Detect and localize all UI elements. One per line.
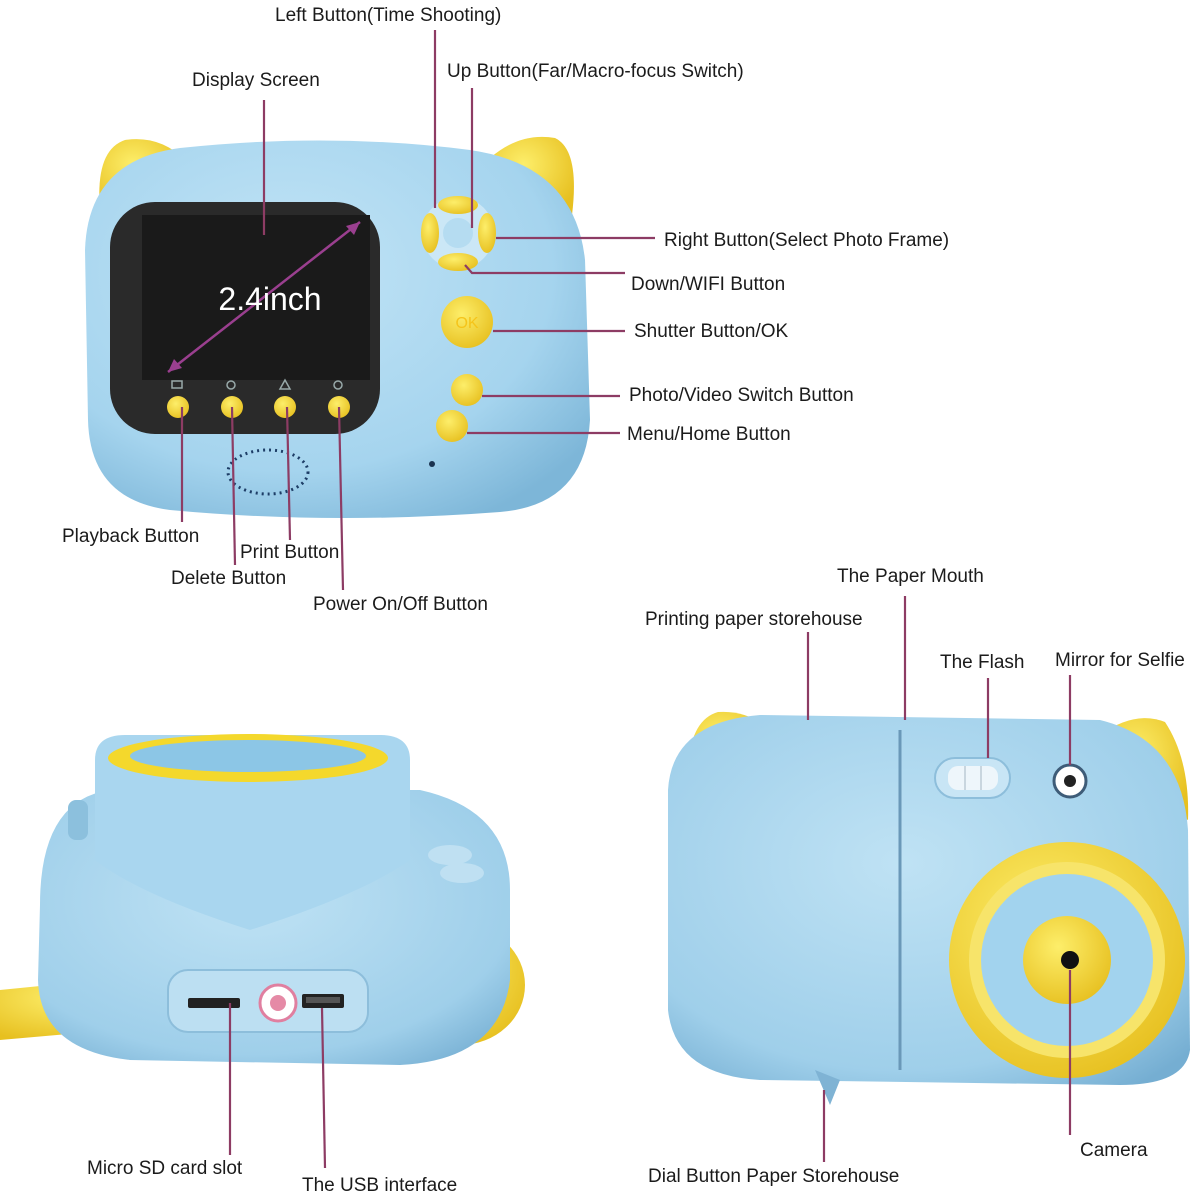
label-micro-sd: Micro SD card slot: [87, 1158, 243, 1179]
label-print: Print Button: [240, 542, 339, 563]
photo-video-switch-button[interactable]: [451, 374, 483, 406]
label-usb: The USB interface: [302, 1175, 457, 1196]
label-photo-video-switch: Photo/Video Switch Button: [629, 385, 854, 406]
camera-bottom-view: [0, 734, 525, 1065]
shutter-ok-button[interactable]: [441, 296, 493, 348]
camera-front-view: [668, 711, 1190, 1105]
label-camera: Camera: [1080, 1140, 1148, 1161]
print-button[interactable]: [274, 396, 296, 418]
speaker-ellipse: [226, 448, 310, 496]
camera-back-view: 2.4inch OK: [85, 136, 590, 519]
label-down-button: Down/WIFI Button: [631, 274, 785, 295]
label-shutter-button: Shutter Button/OK: [634, 321, 789, 342]
ok-text: OK: [455, 315, 478, 332]
label-paper-mouth: The Paper Mouth: [837, 566, 984, 587]
playback-button[interactable]: [167, 396, 189, 418]
label-menu-home: Menu/Home Button: [627, 424, 791, 445]
label-up-button: Up Button(Far/Macro-focus Switch): [447, 61, 744, 82]
labels: Left Button(Time Shooting) Display Scree…: [62, 5, 1185, 1196]
label-mirror: Mirror for Selfie: [1055, 650, 1185, 671]
up-button[interactable]: [438, 196, 478, 214]
camera-lens: [1061, 951, 1079, 969]
label-left-button: Left Button(Time Shooting): [275, 5, 501, 26]
label-dial-button: Dial Button Paper Storehouse: [648, 1166, 899, 1187]
label-paper-storehouse: Printing paper storehouse: [645, 609, 863, 630]
button-icons: [171, 378, 343, 390]
menu-home-button[interactable]: [436, 410, 468, 442]
right-button[interactable]: [478, 213, 496, 253]
lens-ring-inner: [130, 740, 366, 772]
label-power: Power On/Off Button: [313, 594, 488, 615]
leader-lines: [180, 30, 1072, 1169]
direction-pad: [421, 196, 496, 271]
left-button[interactable]: [421, 213, 439, 253]
label-playback: Playback Button: [62, 526, 199, 547]
lens-barrel: [95, 735, 410, 930]
label-right-button: Right Button(Select Photo Frame): [664, 230, 949, 251]
label-delete: Delete Button: [171, 568, 286, 589]
micro-sd-slot: [188, 998, 240, 1008]
label-display-screen: Display Screen: [192, 70, 320, 91]
screen-size-text: 2.4inch: [218, 281, 321, 317]
label-flash: The Flash: [940, 652, 1024, 673]
down-button[interactable]: [438, 253, 478, 271]
